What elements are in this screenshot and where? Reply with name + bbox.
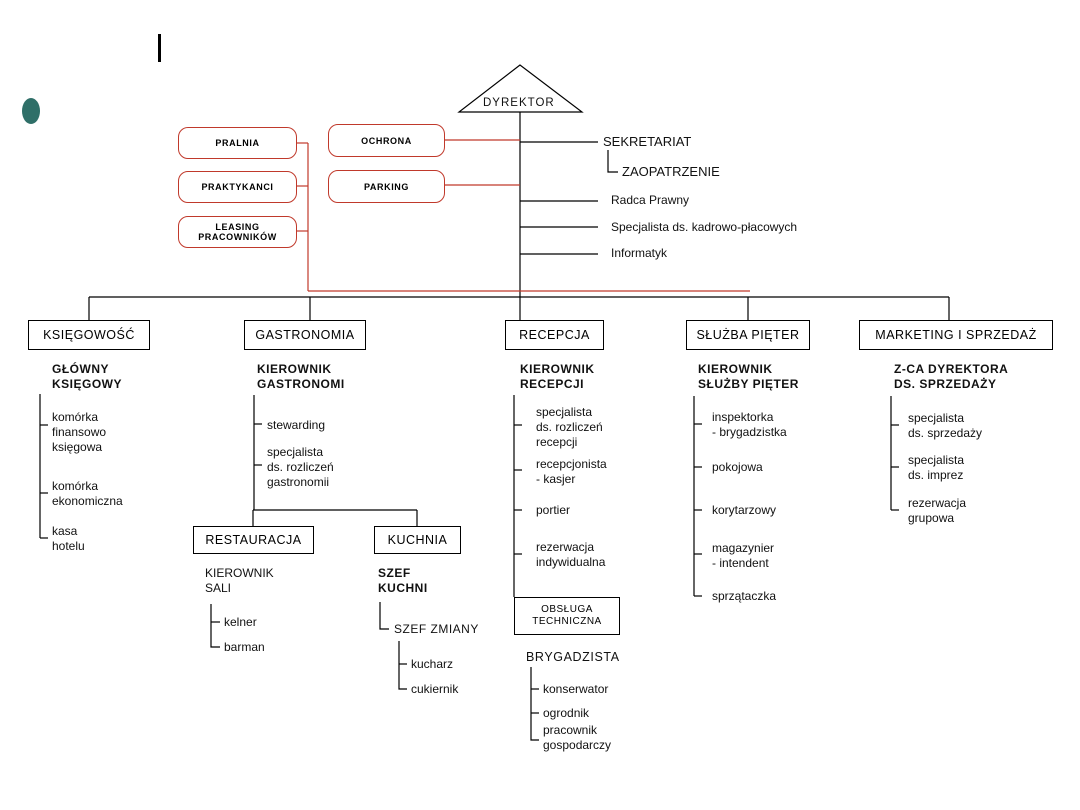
obsluga-item: pracownik gospodarczy	[543, 723, 612, 752]
staff-zaopatrzenie: ZAOPATRZENIE	[622, 164, 720, 179]
staff-informatyk: Informatyk	[611, 246, 668, 260]
recepcja-item: recepcjonista - kasjer	[536, 457, 607, 486]
dept-box-marketing: MARKETING I SPRZEDAŻ	[859, 320, 1053, 350]
ksiegowosc-item: komórka finansowo księgowa	[52, 410, 107, 454]
kuchnia-sub: SZEF ZMIANY	[394, 622, 479, 636]
restauracja-head: KIEROWNIK SALI	[205, 566, 274, 595]
recepcja-item: rezerwacja indywidualna	[536, 540, 606, 569]
ksiegowosc-item: komórka ekonomiczna	[52, 479, 123, 508]
red-box-pralnia: PRALNIA	[178, 127, 297, 159]
obsluga-item: ogrodnik	[543, 706, 590, 720]
red-box-parking: PARKING	[328, 170, 445, 203]
recepcja-item: specjalista ds. rozliczeń recepcji	[536, 405, 603, 449]
marketing-item: rezerwacja grupowa	[908, 496, 967, 525]
dept-box-ksiegowosc: KSIĘGOWOŚĆ	[28, 320, 150, 350]
marketing-item: specjalista ds. imprez	[908, 453, 965, 482]
restauracja-item: barman	[224, 640, 265, 654]
staff-radca: Radca Prawny	[611, 193, 690, 207]
dept-box-gastronomia: GASTRONOMIA	[244, 320, 366, 350]
ksiegowosc-head: GŁÓWNY KSIĘGOWY	[52, 362, 123, 391]
bullet-dot	[22, 98, 40, 124]
staff-sekretariat: SEKRETARIAT	[603, 134, 692, 149]
ksiegowosc-item: kasa hotelu	[52, 524, 85, 553]
sluzba-item: korytarzowy	[712, 503, 777, 517]
recepcja-head: KIEROWNIK RECEPCJI	[520, 362, 595, 391]
staff-kadry: Specjalista ds. kadrowo-płacowych	[611, 220, 798, 234]
sluzba-item: magazynier - intendent	[712, 541, 775, 570]
kuchnia-item: kucharz	[411, 657, 454, 671]
box-obsluga-techniczna: OBSŁUGA TECHNICZNA	[514, 597, 620, 635]
box-restauracja: RESTAURACJA	[193, 526, 314, 554]
restauracja-item: kelner	[224, 615, 257, 629]
kuchnia-item: cukiernik	[411, 682, 459, 696]
kuchnia-head: SZEF KUCHNI	[378, 566, 428, 595]
dept-box-recepcja: RECEPCJA	[505, 320, 604, 350]
obsluga-item: konserwator	[543, 682, 609, 696]
box-kuchnia: KUCHNIA	[374, 526, 461, 554]
obsluga-head: BRYGADZISTA	[526, 650, 620, 664]
director-label: DYREKTOR	[483, 97, 555, 109]
marketing-head: Z-CA DYREKTORA DS. SPRZEDAŻY	[894, 362, 1009, 391]
sluzba-item: pokojowa	[712, 460, 763, 474]
title-bar-mark	[158, 34, 161, 62]
gastronomia-head: KIEROWNIK GASTRONOMI	[257, 362, 345, 391]
red-box-leasing: LEASING PRACOWNIKÓW	[178, 216, 297, 248]
gastronomia-item: stewarding	[267, 418, 326, 432]
sluzba-head: KIEROWNIK SŁUŻBY PIĘTER	[698, 362, 799, 391]
sluzba-item: inspektorka - brygadzistka	[712, 410, 787, 439]
marketing-item: specjalista ds. sprzedaży	[908, 411, 983, 440]
sluzba-item: sprzątaczka	[712, 589, 777, 603]
red-box-praktykanci: PRAKTYKANCI	[178, 171, 297, 203]
dept-box-sluzba: SŁUŻBA PIĘTER	[686, 320, 810, 350]
gastronomia-item: specjalista ds. rozliczeń gastronomii	[267, 445, 334, 489]
red-box-ochrona: OCHRONA	[328, 124, 445, 157]
recepcja-item: portier	[536, 503, 571, 517]
